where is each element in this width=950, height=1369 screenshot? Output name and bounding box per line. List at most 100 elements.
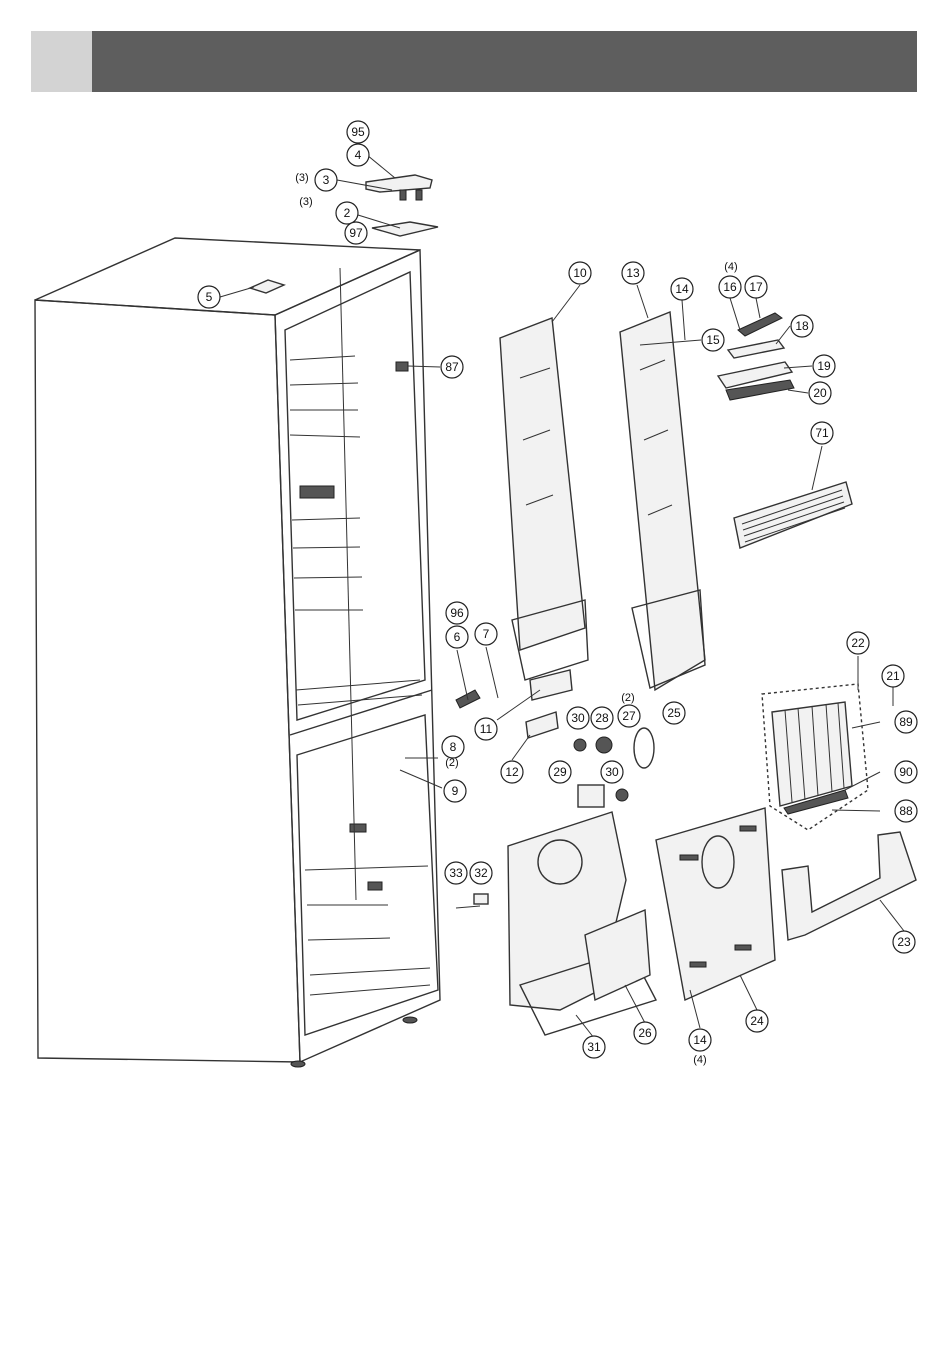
callout-15: 15 (702, 329, 724, 351)
grille-71 (734, 482, 852, 548)
callout-88: 88 (895, 800, 917, 822)
callout-89: 89 (895, 711, 917, 733)
duct-panel-10 (500, 318, 588, 700)
svg-text:12: 12 (505, 765, 519, 779)
lamp-parts (718, 313, 794, 400)
svg-text:13: 13 (626, 266, 640, 280)
svg-text:10: 10 (573, 266, 587, 280)
svg-text:19: 19 (817, 359, 831, 373)
callout-20: 20 (809, 382, 831, 404)
svg-text:21: 21 (886, 669, 900, 683)
callout-14-upper: 14 (671, 278, 693, 300)
svg-text:16: 16 (723, 280, 737, 294)
qty-3-a: (3) (295, 172, 308, 184)
svg-text:88: 88 (899, 804, 913, 818)
callout-2: 2 (336, 202, 358, 224)
svg-text:89: 89 (899, 715, 913, 729)
drain-tray-23 (782, 832, 916, 940)
callout-95: 95 (347, 121, 369, 143)
svg-text:17: 17 (749, 280, 763, 294)
callout-4: 4 (347, 144, 369, 166)
svg-text:9: 9 (452, 784, 459, 798)
qty-4-a: (4) (724, 261, 737, 273)
duct-panel-13 (620, 312, 705, 690)
callout-21: 21 (882, 665, 904, 687)
callout-71: 71 (811, 422, 833, 444)
callout-10: 10 (569, 262, 591, 284)
svg-text:95: 95 (351, 125, 365, 139)
svg-text:25: 25 (667, 706, 681, 720)
callout-3: 3 (315, 169, 337, 191)
callout-8: 8 (442, 736, 464, 758)
svg-text:22: 22 (851, 636, 865, 650)
svg-text:96: 96 (450, 606, 464, 620)
qty-3-b: (3) (299, 196, 312, 208)
svg-text:23: 23 (897, 935, 911, 949)
svg-text:20: 20 (813, 386, 827, 400)
callout-30-right: 30 (601, 761, 623, 783)
svg-text:4: 4 (355, 148, 362, 162)
svg-text:3: 3 (323, 173, 330, 187)
rear-cover-24 (656, 808, 775, 1000)
callout-5: 5 (198, 286, 220, 308)
svg-text:7: 7 (483, 627, 490, 641)
callout-96: 96 (446, 602, 468, 624)
callout-18: 18 (791, 315, 813, 337)
callout-19: 19 (813, 355, 835, 377)
svg-text:11: 11 (480, 722, 493, 736)
svg-text:2: 2 (344, 206, 351, 220)
callout-27: 27 (618, 705, 640, 727)
callout-13: 13 (622, 262, 644, 284)
svg-text:28: 28 (595, 711, 609, 725)
callout-28: 28 (591, 707, 613, 729)
svg-text:18: 18 (795, 319, 809, 333)
svg-text:6: 6 (454, 630, 461, 644)
callout-30-left: 30 (567, 707, 589, 729)
qty-2-b: (2) (445, 757, 458, 769)
callout-87: 87 (441, 356, 463, 378)
cabinet (35, 222, 440, 1067)
svg-text:71: 71 (815, 426, 829, 440)
callout-23: 23 (893, 931, 915, 953)
callout-12: 12 (501, 761, 523, 783)
svg-text:5: 5 (206, 290, 213, 304)
callout-22: 22 (847, 632, 869, 654)
qty-4-b: (4) (693, 1054, 706, 1066)
svg-text:27: 27 (622, 709, 636, 723)
svg-text:24: 24 (750, 1014, 764, 1028)
callout-9: 9 (444, 780, 466, 802)
evaporator-22 (762, 684, 868, 830)
callout-11: 11 (475, 718, 497, 740)
callout-97: 97 (345, 222, 367, 244)
qty-2-a: (2) (621, 692, 634, 704)
svg-text:33: 33 (449, 866, 463, 880)
svg-text:90: 90 (899, 765, 913, 779)
svg-text:14: 14 (675, 282, 689, 296)
svg-text:29: 29 (553, 765, 567, 779)
callout-90: 90 (895, 761, 917, 783)
svg-text:87: 87 (445, 360, 459, 374)
svg-text:15: 15 (706, 333, 720, 347)
callout-16: 16 (719, 276, 741, 298)
svg-text:97: 97 (349, 226, 363, 240)
svg-text:30: 30 (605, 765, 619, 779)
callout-24: 24 (746, 1010, 768, 1032)
svg-text:32: 32 (474, 866, 488, 880)
small-parts-32-33 (456, 894, 488, 908)
callout-17: 17 (745, 276, 767, 298)
callout-29: 29 (549, 761, 571, 783)
svg-text:8: 8 (450, 740, 457, 754)
svg-text:26: 26 (638, 1026, 652, 1040)
callout-33: 33 (445, 862, 467, 884)
svg-text:31: 31 (587, 1040, 601, 1054)
callout-26: 26 (634, 1022, 656, 1044)
callout-6: 6 (446, 626, 468, 648)
svg-text:30: 30 (571, 711, 585, 725)
svg-text:14: 14 (693, 1033, 707, 1047)
callout-7: 7 (475, 623, 497, 645)
callout-14-lower: 14 (689, 1029, 711, 1051)
callout-31: 31 (583, 1036, 605, 1058)
callout-25: 25 (663, 702, 685, 724)
callout-32: 32 (470, 862, 492, 884)
